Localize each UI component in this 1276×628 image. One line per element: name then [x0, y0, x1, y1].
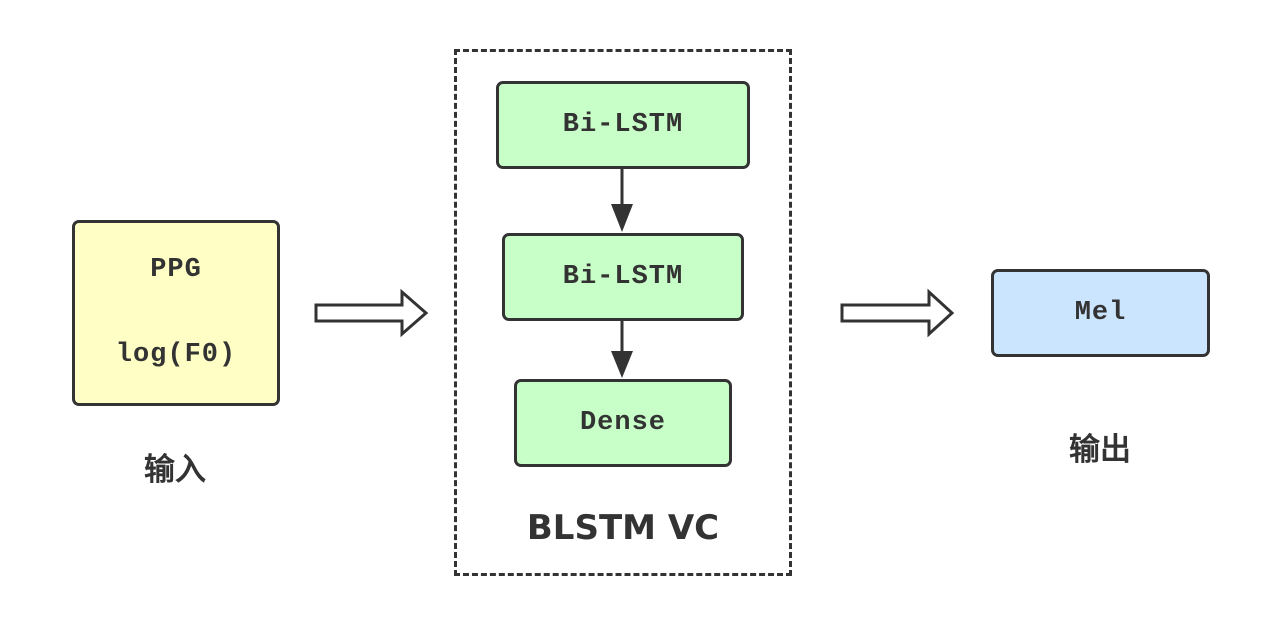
model-caption: BLSTM VC	[526, 508, 720, 548]
dense-layer: Dense	[514, 379, 732, 467]
blstm-vc-container	[454, 49, 792, 576]
input-logf0-label: log(F0)	[115, 340, 237, 370]
bilstm-layer-2: Bi-LSTM	[502, 233, 744, 321]
input-caption: 输入	[144, 452, 206, 488]
bilstm-layer-1-label: Bi-LSTM	[562, 110, 684, 140]
output-caption: 输出	[1069, 432, 1131, 468]
dense-layer-label: Dense	[579, 408, 666, 438]
layer2-to-dense-arrow	[611, 321, 633, 378]
layer1-to-layer2-arrow	[611, 169, 633, 232]
input-features-box: PPG log(F0)	[72, 220, 280, 406]
model-to-output-arrow	[840, 288, 955, 338]
input-to-model-arrow	[314, 288, 429, 338]
bilstm-layer-1: Bi-LSTM	[496, 81, 750, 169]
input-ppg-label: PPG	[150, 255, 202, 285]
output-mel-box: Mel	[991, 269, 1210, 357]
bilstm-layer-2-label: Bi-LSTM	[562, 262, 684, 292]
output-mel-label: Mel	[1074, 298, 1127, 328]
